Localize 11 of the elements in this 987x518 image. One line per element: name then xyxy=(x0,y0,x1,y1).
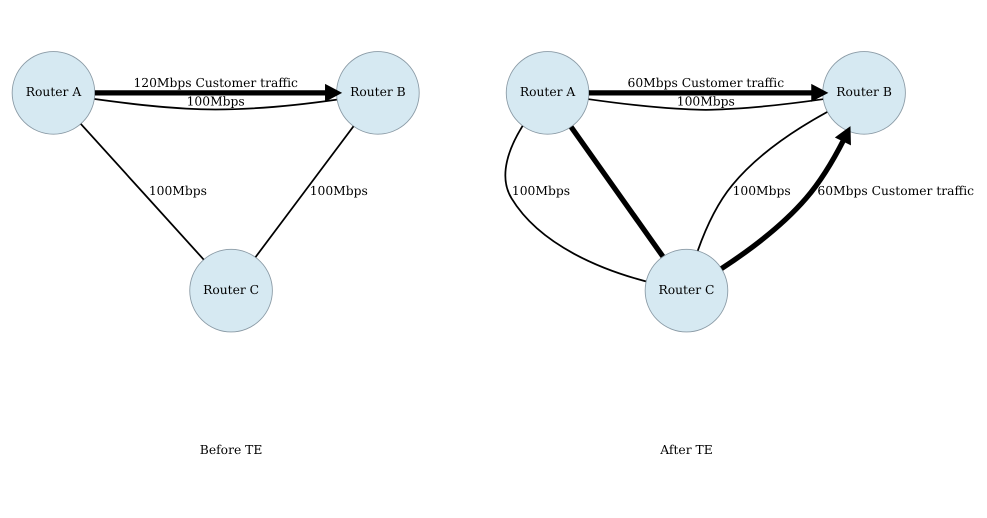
label: Before TE xyxy=(200,442,262,457)
edge-label: 100Mbps xyxy=(186,94,245,108)
edge-label: 100Mbps xyxy=(512,184,570,198)
label: After TE xyxy=(660,442,713,457)
edge-label: 100Mbps xyxy=(676,94,735,108)
edge-label: 60Mbps Customer traffic xyxy=(817,184,974,198)
edge-label: 100Mbps xyxy=(310,184,368,198)
edge-label: 120Mbps Customer traffic xyxy=(133,76,298,90)
edge-label: 60Mbps Customer traffic xyxy=(628,76,784,90)
edge-label: 100Mbps xyxy=(148,184,207,198)
edge-label: 100Mbps xyxy=(732,184,791,198)
